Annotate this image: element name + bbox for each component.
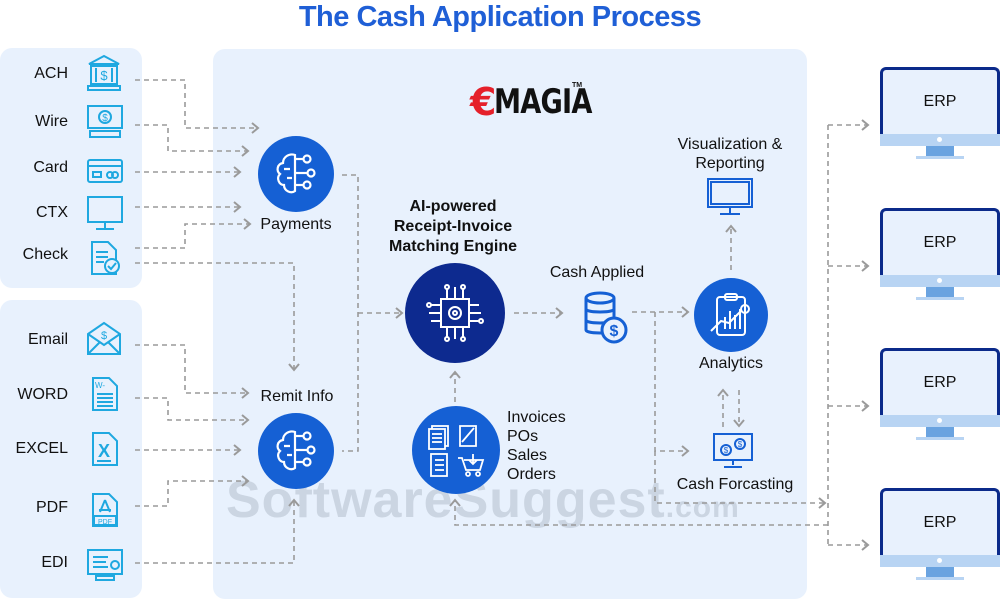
erp-system-4: ERP	[880, 488, 1000, 584]
svg-text:$: $	[101, 330, 107, 342]
documents-cart-icon	[428, 425, 485, 477]
connector-check-remit	[135, 262, 300, 372]
erp-system-2: ERP	[880, 208, 1000, 304]
remit-info-label: Remit Info	[260, 388, 334, 405]
remit-info-node	[258, 413, 334, 489]
source-label-edi: EDI	[41, 554, 68, 571]
word-document-icon: W-	[92, 377, 118, 411]
connector-cash-forecast	[654, 312, 690, 457]
erp-label: ERP	[880, 208, 1000, 275]
source-label-ctx: CTX	[36, 204, 68, 221]
cash-forecasting-label: Cash Forcasting	[676, 476, 794, 493]
source-label-excel: EXCEL	[15, 440, 68, 457]
reporting-monitor-icon	[707, 178, 753, 215]
excel-document-icon: X	[92, 432, 118, 466]
circuit-chip-gear-icon	[426, 284, 484, 342]
svg-text:$: $	[610, 323, 619, 340]
analytics-node	[694, 278, 768, 352]
remit-sources-panel	[0, 300, 142, 598]
erp-system-3: ERP	[880, 348, 1000, 444]
engine-title-line-2: Receipt-Invoice	[393, 218, 513, 235]
connector-check-payments	[135, 218, 252, 249]
connector-payments-engine	[342, 174, 359, 452]
documents-label-line-4: Orders	[507, 466, 556, 483]
pdf-document-icon: PDF	[92, 493, 118, 527]
visualization-label-line-1: Visualization &	[677, 136, 783, 153]
engine-title-line-3: Matching Engine	[389, 238, 517, 255]
svg-text:$: $	[724, 446, 729, 455]
svg-text:PDF: PDF	[98, 519, 112, 526]
documents-label-line-1: Invoices	[507, 409, 566, 426]
cash-applied-label: Cash Applied	[549, 264, 645, 281]
monitor-icon	[87, 196, 123, 230]
source-label-ach: ACH	[34, 65, 68, 82]
engine-title-line-1: AI-powered	[409, 198, 497, 215]
bank-icon: $	[87, 54, 121, 91]
svg-text:X: X	[98, 441, 110, 461]
logo-trademark: TM	[572, 82, 583, 89]
svg-text:W-: W-	[95, 381, 105, 390]
analytics-label: Analytics	[698, 355, 764, 372]
documents-label-line-2: POs	[507, 428, 539, 445]
document-check-icon	[91, 241, 120, 275]
source-label-word: WORD	[17, 386, 68, 403]
logo-accent-letter: €	[470, 80, 496, 124]
svg-text:$: $	[738, 440, 743, 449]
svg-text:$: $	[102, 113, 108, 124]
edi-screen-icon	[87, 549, 123, 581]
connector-pdf	[135, 475, 250, 507]
logo-text: MAGIA	[494, 82, 593, 122]
forecast-monitor-icon: $ $	[713, 433, 753, 468]
erp-system-1: ERP	[880, 67, 1000, 163]
erp-label: ERP	[880, 488, 1000, 555]
visualization-label-line-2: Reporting	[695, 155, 765, 172]
connector-email	[135, 344, 250, 399]
ai-brain-icon	[276, 430, 316, 471]
emagia-logo: € MAGIA TM	[470, 80, 616, 124]
documents-node	[412, 406, 500, 494]
source-label-pdf: PDF	[36, 499, 68, 516]
payments-node	[258, 136, 334, 212]
connector-ach	[135, 79, 260, 134]
page-title: The Cash Application Process	[298, 1, 702, 33]
connector-erp-docs	[449, 498, 828, 526]
payments-label: Payments	[260, 216, 332, 233]
monitor-dollar-icon: $	[87, 105, 123, 138]
connector-cash-bottom	[654, 451, 827, 509]
source-label-card: Card	[33, 159, 68, 176]
source-label-check: Check	[22, 246, 68, 263]
credit-card-icon	[87, 159, 123, 183]
database-dollar-icon: $	[584, 291, 628, 344]
source-label-wire: Wire	[35, 113, 68, 130]
envelope-dollar-icon: $	[87, 321, 121, 355]
erp-label: ERP	[880, 67, 1000, 134]
erp-label: ERP	[880, 348, 1000, 415]
connector-edi	[135, 498, 300, 564]
analytics-clipboard-chart-icon	[710, 293, 750, 336]
ai-brain-icon	[276, 153, 316, 194]
matching-engine-node	[405, 263, 505, 363]
source-label-email: Email	[27, 331, 68, 348]
payment-sources-panel	[0, 48, 142, 288]
svg-text:$: $	[100, 68, 108, 83]
connector-word	[135, 397, 250, 426]
documents-label-line-3: Sales	[507, 447, 548, 464]
connector-wire	[135, 124, 250, 157]
